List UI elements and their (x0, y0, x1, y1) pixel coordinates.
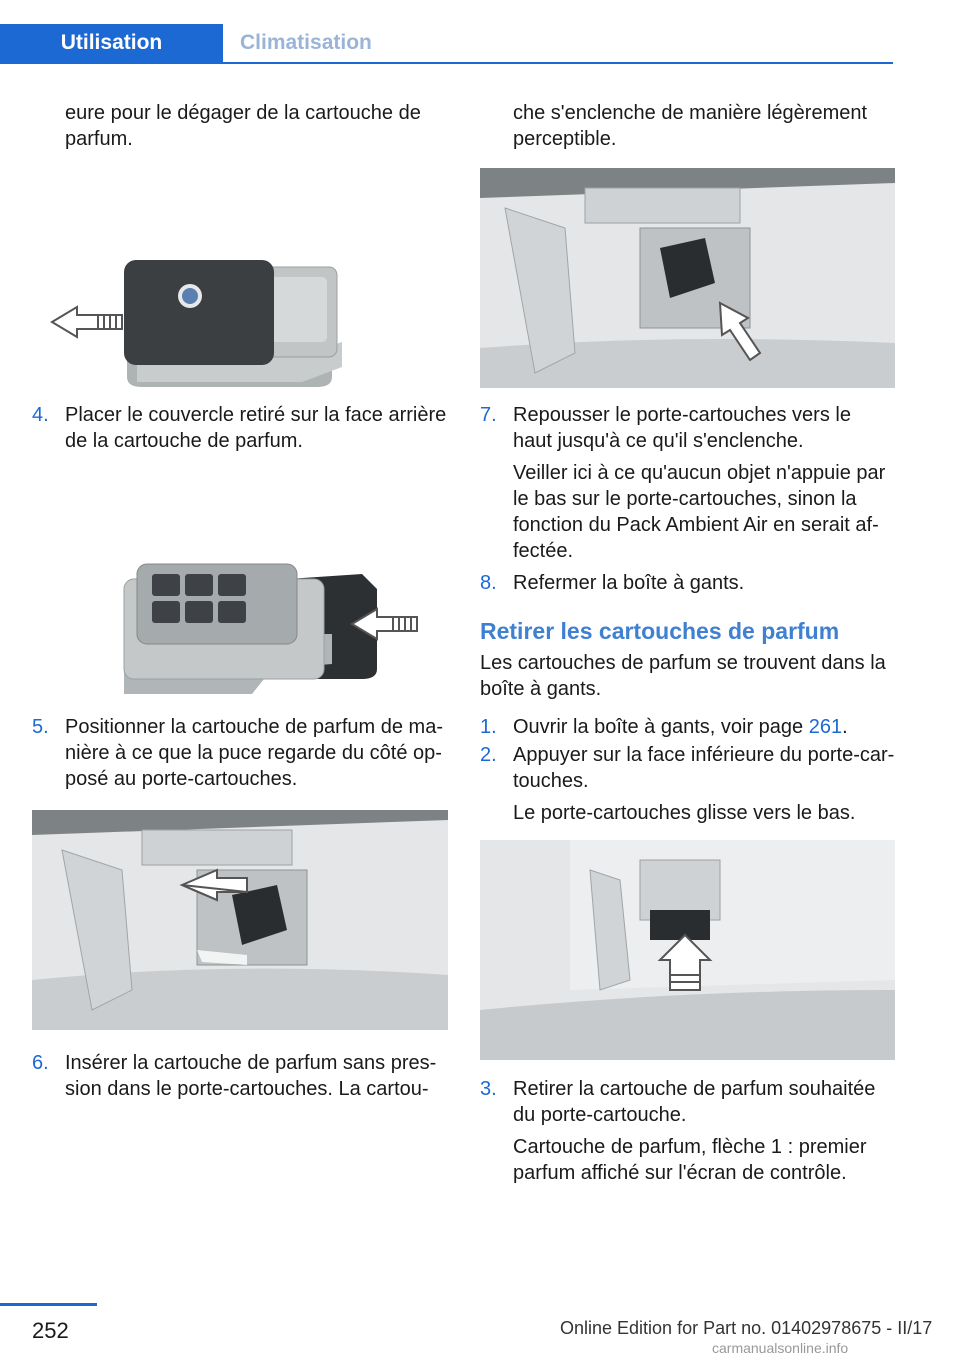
remove-step-2-number: 2. (480, 744, 497, 766)
section-heading: Retirer les cartouches de parfum (480, 618, 840, 644)
step-6-text: Insérer la cartouche de parfum sans pres… (65, 1052, 437, 1100)
right-column: che s'enclenche de manière légèrement pe… (480, 100, 895, 1186)
step-5: 5. Positionner la cartouche de parfum de… (32, 714, 448, 792)
remove-step-3-text: Retirer la cartouche de parfum souhaitée… (513, 1078, 876, 1126)
step-6: 6. Insérer la cartouche de parfum sans p… (32, 1050, 448, 1102)
figure-cartridge-click (480, 168, 895, 388)
remove-step-2-text: Appuyer sur la face inférieure du porte-… (513, 744, 895, 792)
step-8-text: Refermer la boîte à gants. (513, 572, 745, 594)
continued-text: che s'enclenche de manière légèrement pe… (513, 102, 868, 150)
step-6-number: 6. (32, 1052, 49, 1074)
step-4-text: Placer le couvercle retiré sur la face a… (65, 404, 447, 452)
step-4: 4. Placer le couvercle retiré sur la fac… (32, 402, 448, 454)
tab-climatisation[interactable]: Climatisation (240, 31, 372, 54)
edition-footer: Online Edition for Part no. 01402978675 … (560, 1318, 933, 1338)
step-7-number: 7. (480, 404, 497, 426)
figure-insert-cartridge (32, 810, 448, 1030)
header-bar: Utilisation Climatisation (0, 24, 893, 64)
step-5-number: 5. (32, 716, 49, 738)
remove-step-3: 3. Retirer la cartouche de parfum souhai… (480, 1076, 895, 1128)
step-7-text: Repousser le porte-cartouches vers le ha… (513, 404, 851, 452)
figure-lid-back (32, 464, 448, 714)
step-8-number: 8. (480, 572, 497, 594)
remove-step-3-number: 3. (480, 1078, 497, 1100)
remove-step-1: 1. Ouvrir la boîte à gants, voir page 26… (480, 714, 895, 740)
intro-text: eure pour le dégager de la cartouche de … (65, 102, 421, 150)
page-link[interactable]: 261 (808, 716, 843, 738)
remove-step-1-text: Ouvrir la boîte à gants, voir page 261. (513, 716, 848, 738)
page-number-rule (0, 1303, 97, 1306)
left-column: eure pour le dégager de la cartouche de … (32, 100, 448, 1102)
step-7-note: Veiller ici à ce qu'aucun objet n'appuie… (513, 462, 886, 562)
tab-utilisation[interactable]: Utilisation (0, 24, 223, 62)
step-5-text: Positionner la cartouche de parfum de ma… (65, 716, 443, 790)
page-number: 252 (32, 1318, 69, 1343)
step-4-number: 4. (32, 404, 49, 426)
remove-step-3-note: Cartouche de parfum, flèche 1 : premier … (513, 1136, 867, 1184)
figure-lid-removal (32, 172, 448, 402)
figure-holder-down (480, 840, 895, 1060)
watermark: carmanualsonline.info (712, 1340, 849, 1356)
remove-step-2-note: Le porte-cartouches glisse vers le bas. (513, 802, 856, 824)
step-8: 8. Refermer la boîte à gants. (480, 570, 895, 596)
remove-step-2: 2. Appuyer sur la face inférieure du por… (480, 742, 895, 794)
section-intro: Les cartouches de parfum se trouvent dan… (480, 652, 886, 700)
step-7: 7. Repousser le porte-cartouches vers le… (480, 402, 895, 454)
remove-step-1-number: 1. (480, 716, 497, 738)
